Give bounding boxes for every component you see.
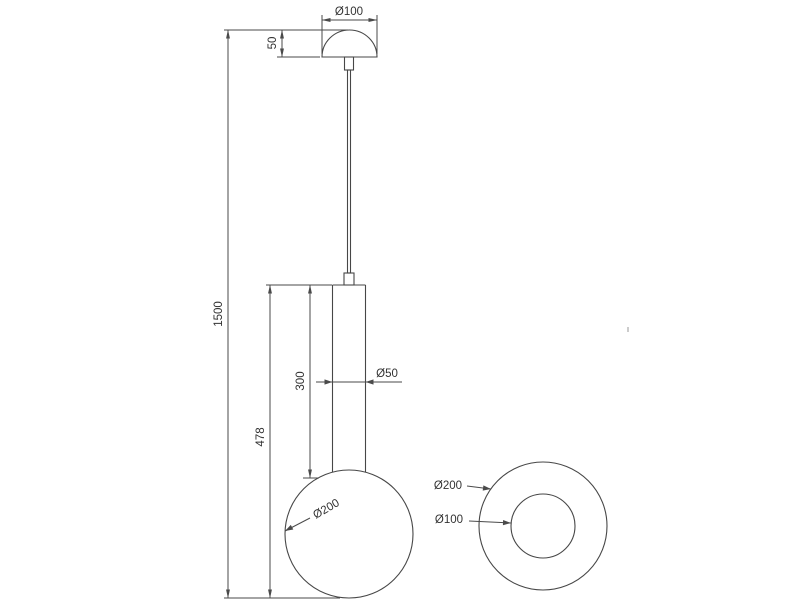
dim-tube-length: 300 <box>295 284 319 479</box>
sphere-diameter-label: Ø200 <box>311 497 341 521</box>
sphere-shade <box>284 469 414 599</box>
front-view <box>284 29 414 599</box>
suspension-cable <box>346 69 352 274</box>
dim-body-height: 478 <box>255 284 332 599</box>
bottom-view-inner-circle <box>510 493 576 559</box>
dimensions: Ø100 50 1500 478 300 <box>213 6 402 599</box>
bottom-view-outer-circle <box>478 461 608 591</box>
dim-overall-height: 1500 <box>213 29 348 599</box>
arrowhead <box>365 379 374 385</box>
bottom-inner-diameter-label: Ø100 <box>435 514 463 526</box>
dim-bottom-outer-diameter: Ø200 <box>434 480 492 492</box>
dim-bottom-inner-diameter: Ø100 <box>435 514 512 526</box>
canopy-diameter-label: Ø100 <box>335 6 363 18</box>
arrowhead <box>285 524 294 531</box>
tube-length-label: 300 <box>295 371 307 390</box>
bottom-view: Ø200 Ø100 <box>434 461 608 591</box>
dim-tube-diameter: Ø50 <box>316 368 402 385</box>
dim-canopy-height: 50 <box>267 29 320 58</box>
tube-top-fitting <box>343 272 355 286</box>
arrowhead <box>324 379 333 385</box>
tube-diameter-label: Ø50 <box>376 368 398 380</box>
canopy-cord-grip <box>343 56 355 71</box>
dim-canopy-diameter: Ø100 <box>321 6 378 54</box>
bottom-outer-diameter-label: Ø200 <box>434 480 462 492</box>
canopy-dome <box>321 29 378 58</box>
canopy-height-label: 50 <box>267 37 279 50</box>
arrowhead <box>482 485 491 491</box>
arrowhead <box>502 520 511 526</box>
body-height-label: 478 <box>255 427 267 446</box>
overall-height-label: 1500 <box>213 301 225 327</box>
